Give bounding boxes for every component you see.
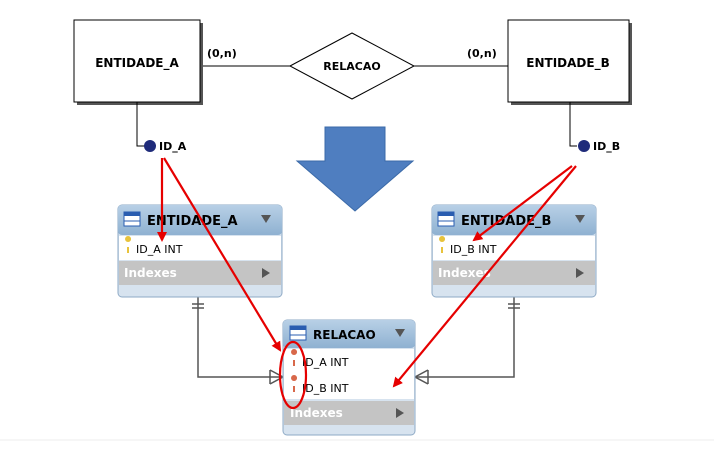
primary-key-icon bbox=[125, 236, 132, 253]
attribute-b-line bbox=[569, 102, 577, 147]
chevron-down-icon[interactable] bbox=[575, 215, 585, 223]
attribute-b-label: ID_B bbox=[593, 140, 620, 153]
table-relacao[interactable]: RELACAO ID_A INT ID_B INT Indexes bbox=[282, 319, 416, 436]
table-a-indexes[interactable]: Indexes bbox=[124, 266, 177, 280]
table-a-column: ID_A INT bbox=[136, 243, 183, 256]
table-b-header[interactable] bbox=[432, 205, 596, 235]
table-b-indexes[interactable]: Indexes bbox=[438, 266, 491, 280]
cardinality-right: (0,n) bbox=[467, 47, 497, 60]
table-icon bbox=[123, 211, 141, 227]
table-icon bbox=[437, 211, 455, 227]
table-entidade-a[interactable]: ENTIDADE_A ID_A INT Indexes bbox=[117, 204, 283, 298]
conceptual-model: ENTIDADE_A ENTIDADE_B RELACAO (0,n) (0,n… bbox=[73, 19, 632, 153]
table-entidade-b[interactable]: ENTIDADE_B ID_B INT Indexes bbox=[431, 204, 597, 298]
attribute-a-label: ID_A bbox=[159, 140, 187, 153]
relationship-label: RELACAO bbox=[323, 60, 380, 73]
chevron-right-icon[interactable] bbox=[576, 268, 584, 278]
table-rel-column-2: ID_B INT bbox=[302, 382, 349, 395]
attribute-b-dot bbox=[578, 140, 590, 152]
cardinality-left: (0,n) bbox=[207, 47, 237, 60]
entity-b-label: ENTIDADE_B bbox=[526, 56, 609, 71]
primary-key-icon bbox=[439, 236, 446, 253]
table-rel-title: RELACAO bbox=[313, 328, 376, 342]
entity-a-label: ENTIDADE_A bbox=[95, 56, 179, 71]
attribute-a-dot bbox=[144, 140, 156, 152]
annotation-arrows bbox=[157, 157, 577, 410]
table-a-title: ENTIDADE_A bbox=[147, 214, 238, 229]
table-icon bbox=[289, 325, 307, 341]
chevron-down-icon[interactable] bbox=[261, 215, 271, 223]
relationship-diamond bbox=[288, 32, 416, 100]
arrow-idb-to-table-b bbox=[472, 165, 573, 242]
table-rel-header[interactable] bbox=[283, 320, 415, 348]
table-rel-column-1: ID_A INT bbox=[302, 356, 349, 369]
entity-a-box bbox=[73, 19, 201, 103]
chevron-right-icon[interactable] bbox=[396, 408, 404, 418]
arrow-idb-to-relacao bbox=[392, 165, 577, 388]
arrow-ida-to-relacao bbox=[163, 157, 282, 352]
foreign-key-highlight-ellipse bbox=[278, 340, 308, 410]
foreign-key-icon bbox=[291, 349, 298, 366]
entity-b-box bbox=[507, 19, 630, 103]
table-rel-indexes[interactable]: Indexes bbox=[290, 406, 343, 420]
table-b-column: ID_B INT bbox=[450, 243, 497, 256]
chevron-down-icon[interactable] bbox=[395, 329, 405, 337]
table-a-header[interactable] bbox=[118, 205, 282, 235]
transform-arrow bbox=[295, 126, 415, 212]
attribute-a-line bbox=[136, 102, 144, 147]
foreign-key-icon bbox=[291, 375, 298, 392]
chevron-right-icon[interactable] bbox=[262, 268, 270, 278]
table-b-title: ENTIDADE_B bbox=[461, 214, 551, 229]
